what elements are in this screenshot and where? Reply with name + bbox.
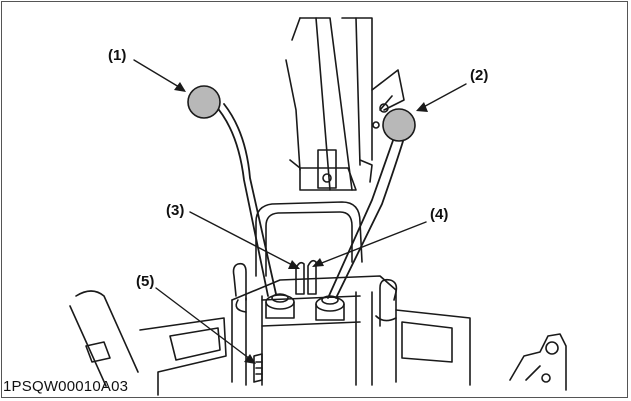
- left-cylinder: [75, 290, 139, 373]
- leader-2: [417, 83, 467, 111]
- left-hook: [232, 262, 247, 301]
- lever-2-rod: [327, 131, 397, 299]
- handle-bar: [255, 201, 363, 277]
- leader-5: [155, 287, 255, 363]
- lever-1-knob: [187, 85, 221, 119]
- boom-structure: [285, 17, 405, 191]
- lever-2-knob: [382, 108, 416, 142]
- leader-3: [189, 211, 299, 269]
- pedal-4: [307, 259, 317, 295]
- lever-1-rod: [213, 103, 269, 297]
- console: [231, 275, 397, 386]
- right-panel: [395, 309, 471, 386]
- leader-4: [313, 221, 427, 267]
- lock-lever: [253, 353, 263, 383]
- lever-knobs: [187, 85, 416, 142]
- callout-1: (1): [108, 47, 127, 64]
- callout-3: (3): [166, 202, 185, 219]
- callout-4: (4): [430, 206, 449, 223]
- right-hook: [379, 278, 398, 327]
- callout-2: (2): [470, 67, 489, 84]
- left-panel: [139, 317, 227, 396]
- figure-code: 1PSQW00010A03: [3, 378, 129, 395]
- bottom-right-bracket: [509, 333, 567, 391]
- leader-1: [133, 59, 185, 91]
- callout-5: (5): [136, 273, 155, 290]
